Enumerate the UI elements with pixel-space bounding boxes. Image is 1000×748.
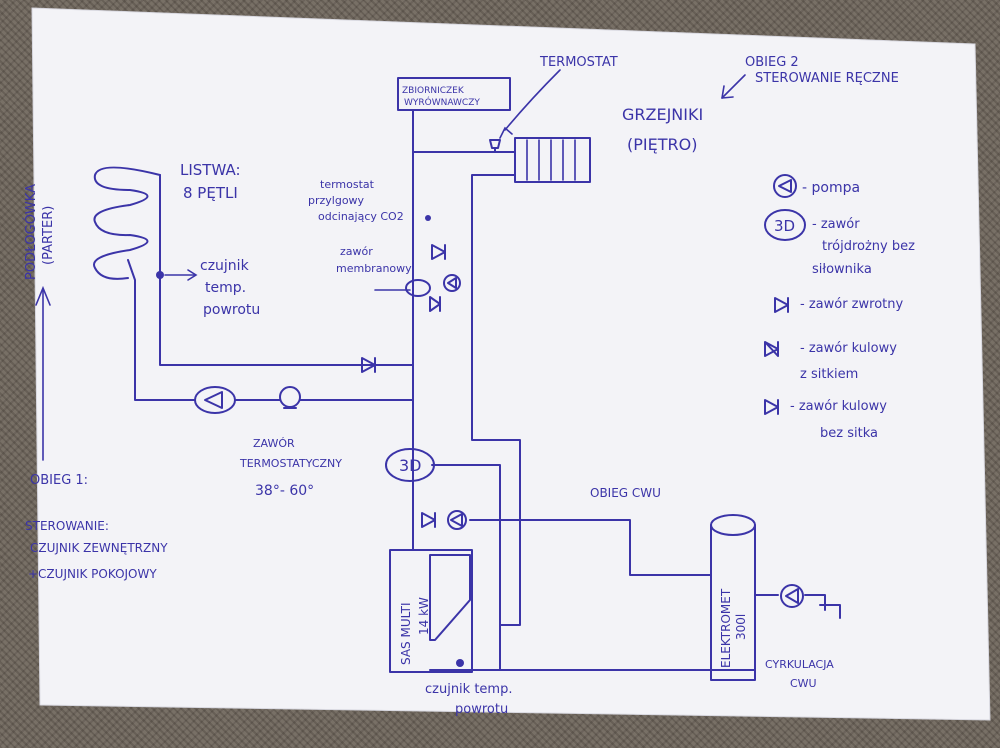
pipes	[35, 69, 826, 671]
three-way-valve: 3D	[385, 448, 435, 482]
expansion-tank-label: ZBIORNICZEK	[402, 86, 465, 96]
floor-heating-sublabel: (PARTER)	[41, 206, 56, 265]
circuit1-outdoor-sensor: CZUJNIK ZEWNĘTRZNY	[30, 541, 168, 555]
legend-3d-text: - zawór	[812, 217, 860, 232]
boiler-power-label: 14 kW	[417, 597, 431, 635]
legend-strainer-text: - zawór kulowy	[800, 341, 897, 356]
legend-pump-text: - pompa	[802, 180, 860, 196]
expansion-tank	[397, 77, 511, 111]
ball-valve-strainer-icon	[764, 341, 779, 357]
radiators-floor-label: (PIĘTRO)	[627, 135, 697, 154]
attached-thermostat-dot	[425, 215, 431, 221]
attached-thermostat-label-2: przylgowy	[308, 194, 365, 207]
circulation-label-2: CWU	[790, 677, 817, 690]
thermostatic-valve-label: ZAWÓR	[253, 437, 295, 450]
legend-check-text: - zawór zwrotny	[800, 297, 903, 312]
legend-ball-text-2: bez sitka	[820, 426, 878, 441]
circulation-label: CYRKULACJA	[765, 658, 834, 671]
tank-label: ELEKTROMET	[719, 588, 733, 668]
floor-pump	[194, 386, 236, 414]
dhw-circuit-label: OBIEG CWU	[590, 486, 661, 500]
boiler-label: SAS MULTI	[399, 602, 413, 665]
svg-text:WYRÓWNAWCZY: WYRÓWNAWCZY	[404, 96, 480, 108]
ball-valve-icon	[764, 399, 779, 415]
circuit1-control-label: STEROWANIE:	[25, 519, 109, 533]
svg-text:3D: 3D	[774, 217, 795, 235]
return-sensor-label: czujnik	[200, 258, 250, 274]
boiler-return-sensor-label: czujnik temp.	[425, 682, 512, 697]
attached-thermostat-label: termostat	[320, 178, 375, 191]
sensor-dot	[156, 271, 164, 279]
labels: ZBIORNICZEK WYRÓWNAWCZY TERMOSTAT OBIEG …	[23, 55, 899, 717]
radiators-label: GRZEJNIKI	[622, 105, 703, 124]
svg-text:3D: 3D	[399, 456, 422, 475]
paper	[31, 7, 991, 721]
pump-icon	[773, 174, 797, 198]
boiler-return-sensor-label-2: powrotu	[455, 702, 508, 717]
thermostat-label: TERMOSTAT	[539, 55, 618, 70]
tank	[710, 514, 756, 681]
thermostatic-valve-range: 38°- 60°	[255, 483, 314, 499]
return-sensor-label-2: temp.	[205, 280, 246, 296]
floor-heating-label: PODŁOGÓWKA	[23, 184, 39, 280]
legend-strainer-text-2: z sitkiem	[800, 367, 858, 382]
membrane-valve-label: zawór	[340, 245, 373, 258]
legend-3d-text-3: siłownika	[812, 262, 872, 277]
three-way-valve-icon	[764, 209, 806, 241]
expansion-tank-label-2: WYRÓWNAWCZY	[404, 96, 480, 108]
return-sensor-dot	[456, 659, 464, 667]
return-sensor-label-3: powrotu	[203, 302, 260, 318]
circuit2-subtitle: STEROWANIE RĘCZNE	[755, 71, 899, 86]
tank-volume-label: 300l	[734, 614, 748, 640]
check-valve-icon	[774, 297, 789, 313]
legend: - pompa - zawór trójdrożny bez siłownika…	[790, 180, 915, 441]
check-valve	[361, 357, 376, 373]
legend-ball-text: - zawór kulowy	[790, 399, 887, 414]
boiler	[389, 549, 473, 673]
legend-symbols: 3D	[764, 174, 806, 415]
attached-thermostat-label-3: odcinający CO2	[318, 210, 404, 223]
strip-label: LISTWA:	[180, 161, 241, 179]
thermostat-icon	[489, 139, 501, 153]
dhw-valves	[421, 510, 467, 530]
circuit2-label: OBIEG 2	[745, 55, 799, 70]
tap-icon	[819, 604, 841, 619]
circuit1-room-sensor: +CZUJNIK POKOJOWY	[28, 567, 157, 581]
riser-valves	[405, 244, 461, 312]
legend-3d-text-2: trójdrożny bez	[822, 239, 915, 254]
radiator	[514, 137, 591, 183]
svg-text:ZBIORNICZEK: ZBIORNICZEK	[402, 86, 465, 96]
circulation-pump	[780, 584, 804, 608]
strip-loops-label: 8 PĘTLI	[183, 184, 238, 202]
membrane-valve-label-2: membranowy	[336, 262, 412, 275]
thermostatic-valve-label-2: TERMOSTATYCZNY	[239, 457, 342, 470]
thermostatic-valve	[279, 386, 301, 409]
circuit1-label: OBIEG 1:	[30, 473, 88, 488]
